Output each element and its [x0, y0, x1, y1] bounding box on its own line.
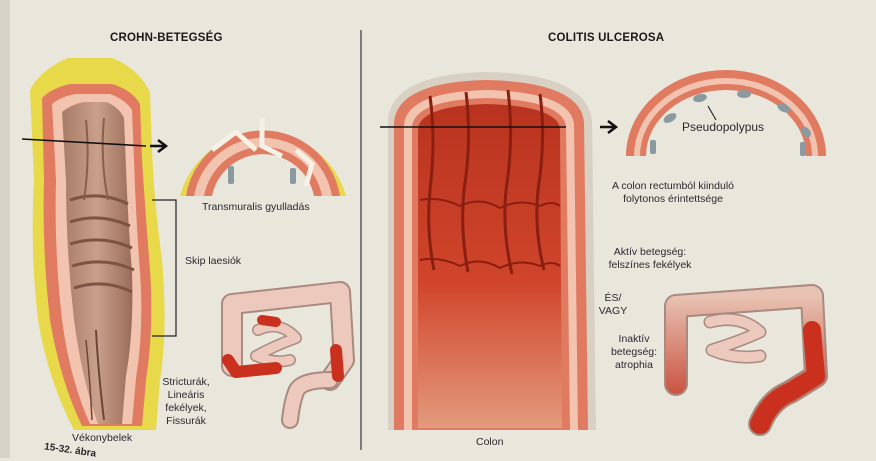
continuous-involvement-label: A colon rectumból kiinduló folytonos éri…: [612, 180, 734, 205]
and-or-label: ÉS/ VAGY: [598, 292, 628, 317]
strictures-label: Stricturák, Lineáris fekélyek, Fissurák: [162, 376, 210, 427]
colitis-title: COLITIS ULCEROSA: [548, 32, 665, 44]
uc-cross-section: [626, 70, 826, 156]
colon-label: Colon: [476, 436, 504, 448]
crohn-section-line: [21, 138, 147, 147]
pseudopolyp-label: Pseudopolypus: [682, 120, 765, 134]
crohn-small-bowel-illustration: [30, 58, 165, 430]
uc-colon-illustration: [664, 284, 828, 436]
crohn-colon-illustration: [221, 281, 355, 429]
small-bowel-label: Vékonybelek: [72, 432, 133, 444]
active-disease-label: Aktív betegség: felszínes fekélyek: [608, 246, 692, 271]
page-edge-shadow: [0, 0, 10, 458]
skip-lesion-bracket: [152, 199, 177, 337]
crohn-cross-section: [180, 118, 346, 196]
crohn-title: CROHN-BETEGSÉG: [110, 32, 223, 44]
uc-arrow-icon: [600, 120, 619, 134]
crohn-arrow-icon: [150, 139, 169, 153]
uc-colon-tube-illustration: [388, 72, 596, 430]
transmural-label: Transmuralis gyulladás: [202, 201, 310, 213]
inactive-disease-label: Inaktív betegség: atrophia: [610, 333, 658, 371]
skip-lesions-label: Skip laesiók: [185, 255, 242, 267]
